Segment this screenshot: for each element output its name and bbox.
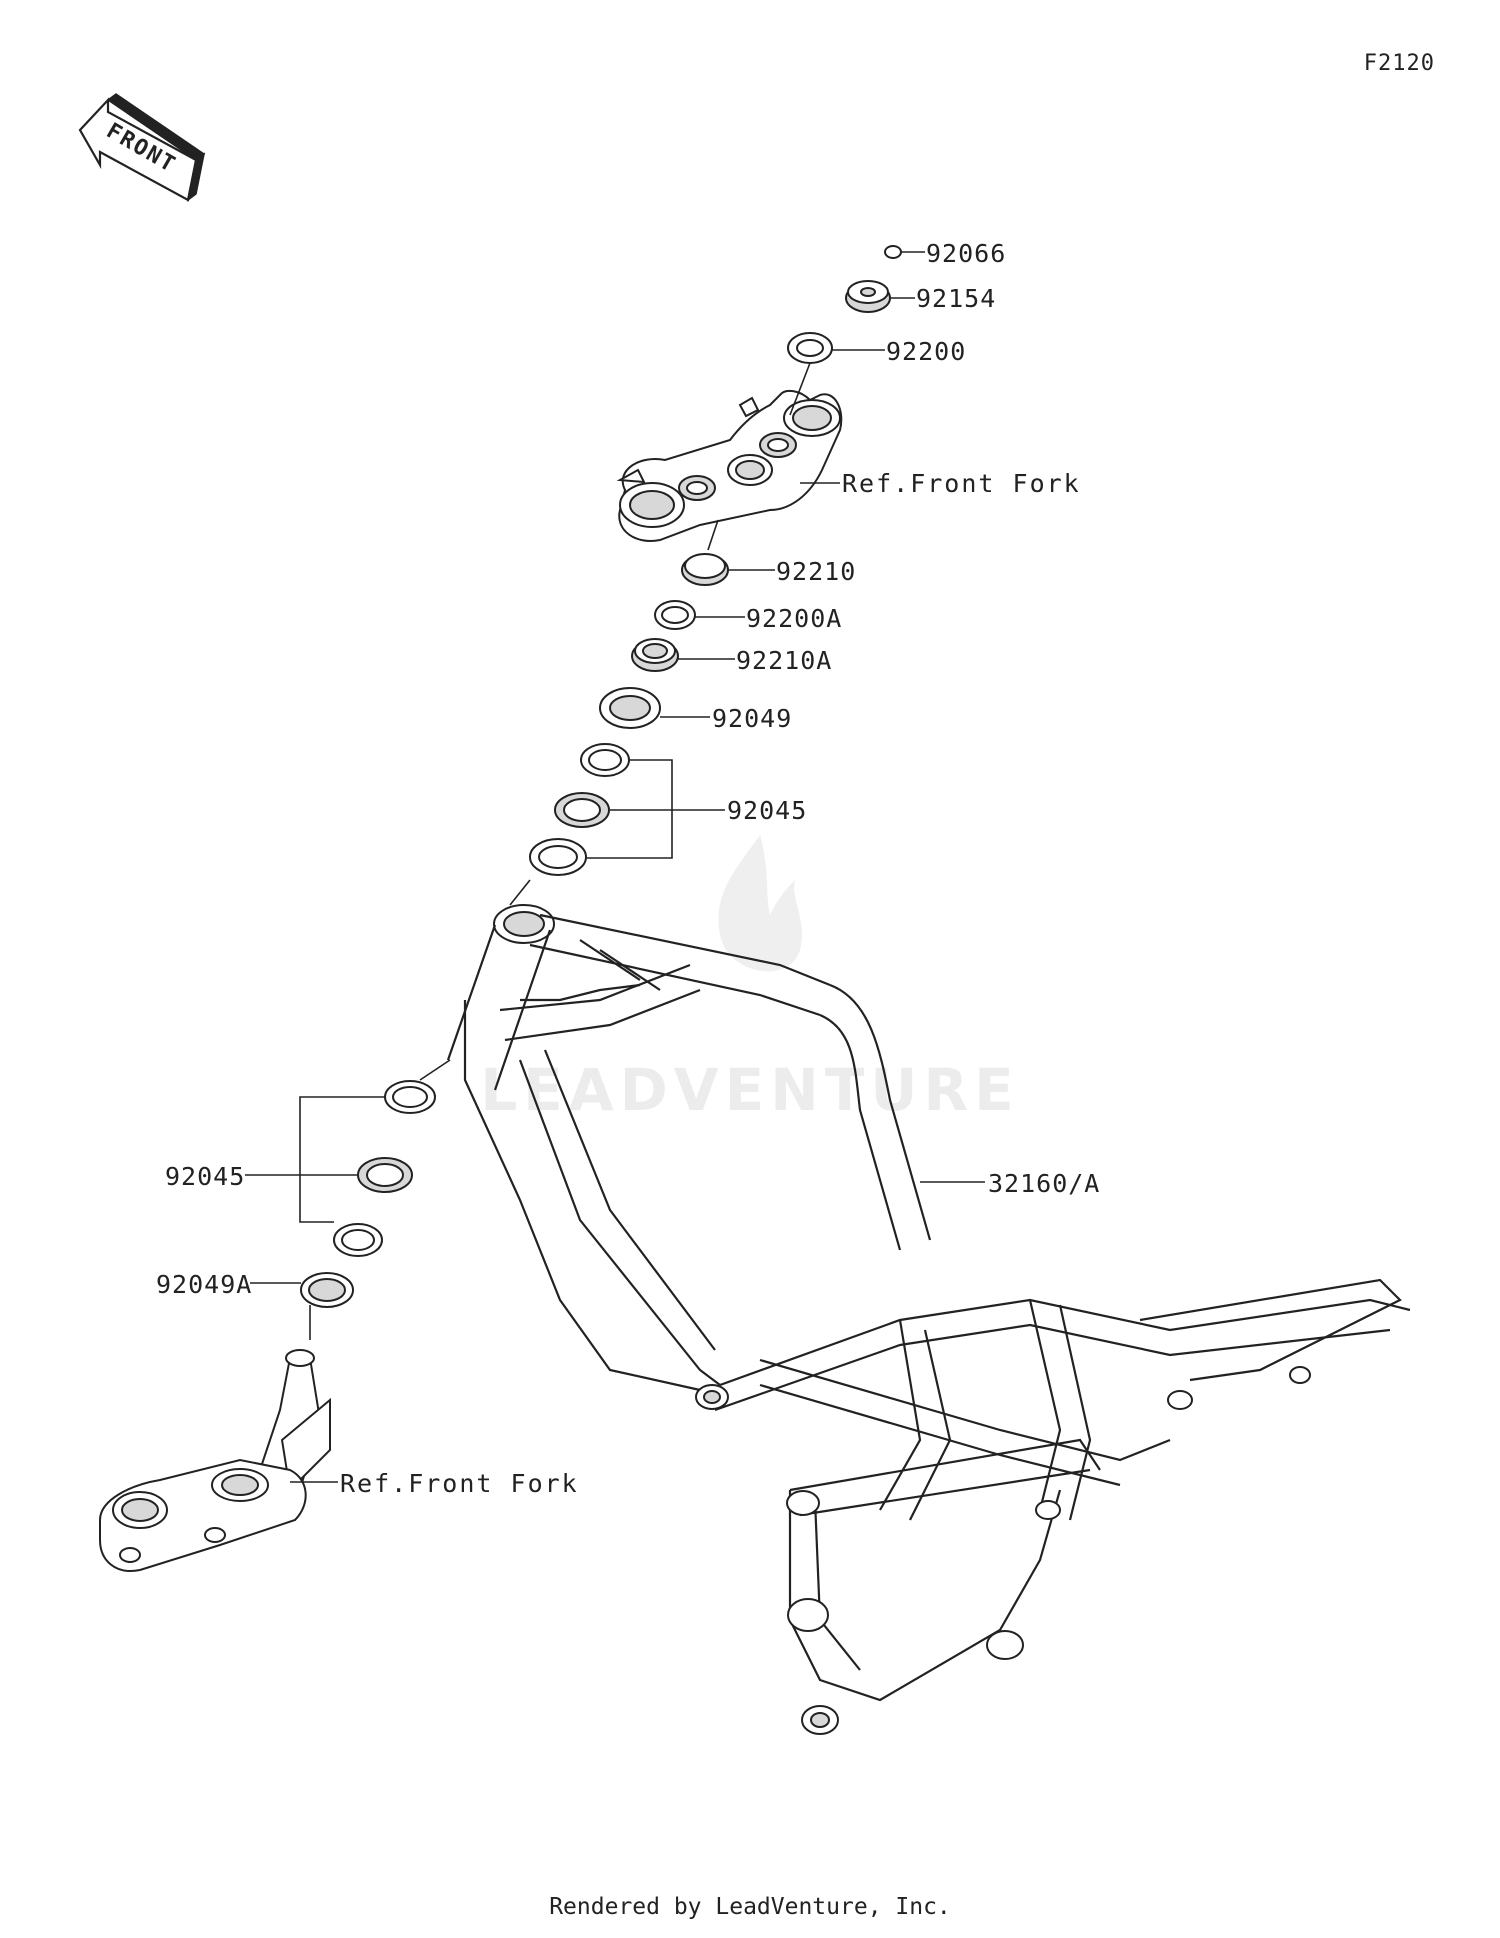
front-arrow-icon: FRONT bbox=[78, 93, 206, 202]
ring-92200A bbox=[654, 600, 696, 630]
label-92210: 92210 bbox=[776, 557, 856, 586]
label-ref-front-fork-bottom: Ref.Front Fork bbox=[340, 1469, 579, 1498]
bearing-lower bbox=[357, 1157, 413, 1193]
nut-92210A bbox=[631, 638, 679, 672]
bearing-upper bbox=[554, 792, 610, 828]
seal-92049 bbox=[599, 687, 661, 729]
frame-32160 bbox=[446, 904, 1411, 1735]
watermark-text: LEADVENTURE bbox=[480, 1056, 1020, 1124]
label-92049: 92049 bbox=[712, 704, 792, 733]
bearing-race-lower-inner bbox=[333, 1223, 383, 1257]
steering-stem-lower-clamp bbox=[99, 1349, 331, 1572]
label-92049A: 92049A bbox=[156, 1270, 252, 1299]
callouts: 92066 92154 92200 Ref.Front Fork 92210 9… bbox=[156, 239, 1100, 1498]
label-92154: 92154 bbox=[916, 284, 996, 313]
label-92200A: 92200A bbox=[746, 604, 842, 633]
label-92066: 92066 bbox=[926, 239, 1006, 268]
watermark-flame-icon bbox=[718, 835, 803, 972]
seal-92049A bbox=[300, 1272, 354, 1308]
cap-92066 bbox=[884, 245, 902, 259]
bearing-race-upper-outer bbox=[580, 743, 630, 777]
upper-triple-clamp bbox=[616, 389, 843, 542]
label-ref-front-fork-top: Ref.Front Fork bbox=[842, 469, 1081, 498]
label-92045-upper: 92045 bbox=[727, 796, 807, 825]
ring-92210 bbox=[681, 553, 729, 586]
washer-92200 bbox=[787, 332, 833, 364]
footer-credit: Rendered by LeadVenture, Inc. bbox=[549, 1894, 951, 1920]
bearing-race-lower-outer bbox=[384, 1080, 436, 1114]
label-92200: 92200 bbox=[886, 337, 966, 366]
label-32160A: 32160/A bbox=[988, 1169, 1100, 1198]
stem-nut-92154 bbox=[845, 280, 891, 313]
bearing-race-upper-inner bbox=[529, 838, 587, 876]
label-92210A: 92210A bbox=[736, 646, 832, 675]
leader-lines bbox=[245, 251, 985, 1483]
diagram-code: F2120 bbox=[1364, 51, 1435, 76]
label-92045-lower: 92045 bbox=[165, 1162, 245, 1191]
watermark: LEADVENTURE bbox=[480, 835, 1020, 1124]
